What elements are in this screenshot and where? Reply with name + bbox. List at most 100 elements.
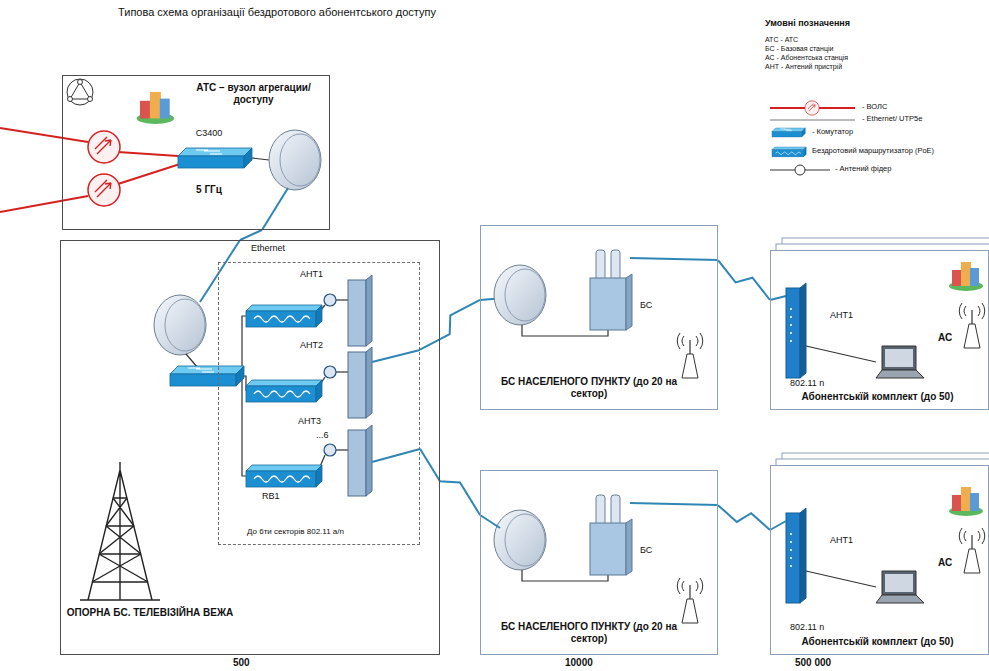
- wireless-router-icon: [246, 305, 322, 327]
- link-label: Ethernet: [250, 243, 286, 253]
- ethernet-wire: [186, 300, 348, 476]
- fibre-line: [118, 164, 180, 184]
- subscriber-equipment: [786, 508, 806, 603]
- subscriber-equipment: [786, 283, 806, 378]
- switch-icon: [170, 366, 244, 386]
- radio-link: [262, 188, 288, 230]
- subscriber-kit-stack: [770, 250, 989, 410]
- antenna-label: АНТ1: [830, 310, 853, 320]
- subscriber-equipment: [949, 487, 983, 516]
- legend-text: - Комутатор: [812, 128, 853, 137]
- abbreviation: АТС - АТС: [765, 36, 798, 44]
- base-station-icon: [494, 265, 546, 325]
- band-label: 5 ГГц: [165, 184, 253, 196]
- exchange-symbol: [88, 97, 93, 102]
- ethernet-wire: [236, 316, 246, 372]
- box-heading: БС НАСЕЛЕНОГО ПУНКТУ (до 20 на сектор): [489, 376, 689, 399]
- radio-link: [240, 230, 262, 240]
- legend-title: Умовні позначення: [765, 18, 850, 28]
- legend-sample: [805, 101, 819, 115]
- subscriber-kit-stack: [770, 238, 989, 655]
- ethernet-wire: [252, 158, 269, 160]
- diagram-title: Типова схема організації бездротового аб…: [118, 6, 638, 19]
- subscriber-equipment: [876, 346, 924, 378]
- base-station-icon: [480, 250, 718, 623]
- base-station-icon: [480, 250, 718, 378]
- dish-antenna: [269, 130, 321, 190]
- fibre-symbol: [88, 131, 120, 206]
- box-heading: АТС – вузол агрегации/ доступу: [181, 82, 326, 105]
- tv-tower: [80, 462, 160, 600]
- wireless-router-icon: [246, 465, 322, 487]
- abbreviation: АС - Абонентська станція: [765, 54, 848, 62]
- radio-link: [372, 350, 420, 462]
- sector-antenna: [348, 275, 372, 496]
- legend-text: - Антений фідер: [835, 165, 891, 174]
- fibre-line: [0, 196, 88, 212]
- switch-node: C3400 5 ГГц: [165, 128, 255, 202]
- radio-link: [718, 260, 770, 300]
- subscriber-kit-stack: [770, 465, 989, 655]
- ethernet-wire: [336, 299, 348, 300]
- legend-text: Бездротовий маршрутизатор (PoE): [812, 147, 934, 156]
- legend-text: - Ethernet/ UTP5e: [862, 115, 922, 124]
- wireless-router-icon: [246, 380, 322, 402]
- fibre-line: [0, 128, 88, 142]
- fibre-symbol: [88, 174, 120, 206]
- base-station-icon: [590, 250, 632, 330]
- ethernet-wire: [252, 158, 269, 160]
- tv-tower: [92, 498, 148, 582]
- legend-sample: [770, 101, 855, 175]
- antenna-count: ...6: [316, 430, 329, 440]
- antenna-label: АНТ3: [298, 416, 321, 426]
- switch-icon: [178, 148, 252, 168]
- legend-sample: [795, 165, 805, 175]
- exchange-symbol: [67, 79, 93, 105]
- quantity-number: 10000: [565, 657, 593, 669]
- radio-link: [420, 449, 480, 515]
- base-station-box: БС НАСЕЛЕНОГО ПУНКТУ (до 20 на сектор): [480, 470, 718, 655]
- box-heading: До 6ти секторів 802.11 а/n: [247, 527, 417, 536]
- exchange-symbol: [78, 80, 83, 85]
- box-heading: ОПОРНА БС. ТЕЛЕВІЗІЙНА ВЕЖА: [65, 607, 235, 619]
- wireless-router-icon: [246, 305, 322, 487]
- base-station-icon: [630, 503, 718, 505]
- antenna-label: АНТ2: [300, 340, 323, 350]
- sector-antenna: [348, 347, 372, 418]
- legend-sample: [772, 147, 806, 157]
- base-station-icon: [677, 578, 703, 623]
- dish-antenna: [269, 130, 321, 190]
- box-heading: Абонентськїй комплект (до 50): [775, 636, 980, 648]
- radio-link: [420, 300, 480, 350]
- box-heading: БС НАСЕЛЕНОГО ПУНКТУ (до 20 на сектор): [489, 621, 689, 644]
- building-icon: [137, 92, 174, 124]
- exchange-box: АТС – вузол агрегации/ доступуC3400 5 ГГц: [62, 75, 330, 230]
- fibre-line: [118, 152, 178, 156]
- tv-tower: [92, 498, 148, 582]
- device-model: C3400: [165, 128, 253, 138]
- fibre-symbol: [88, 131, 120, 163]
- tower-site-box: ОПОРНА БС. ТЕЛЕВІЗІЙНА ВЕЖА До 6ти сектор…: [60, 240, 440, 655]
- base-station-icon: [630, 258, 718, 260]
- box-heading: Абонентськїй комплект (до 50): [775, 391, 980, 403]
- building-icon: [137, 92, 174, 124]
- sector-group: До 6ти секторів 802.11 а/n: [218, 262, 420, 545]
- radio-link: [372, 449, 420, 462]
- switch-icon: [178, 148, 252, 168]
- ethernet-wire: [236, 380, 246, 476]
- subscriber-equipment: [806, 571, 876, 587]
- legend-sample: [772, 128, 805, 137]
- base-station-icon: [590, 495, 632, 575]
- base-station-icon: [494, 495, 718, 623]
- subscriber-equipment: [876, 571, 924, 603]
- abbreviation: АНТ - Антений пристрій: [765, 63, 842, 71]
- antenna-label: АНТ1: [830, 535, 853, 545]
- subscriber-equipment: [806, 346, 876, 362]
- sector-antenna: [348, 275, 372, 346]
- base-station-icon: [494, 510, 546, 570]
- antenna-feeder: [324, 294, 336, 306]
- quantity-number: 500: [233, 657, 250, 669]
- subscriber-equipment: [770, 296, 786, 300]
- antenna-feeder: [324, 444, 336, 456]
